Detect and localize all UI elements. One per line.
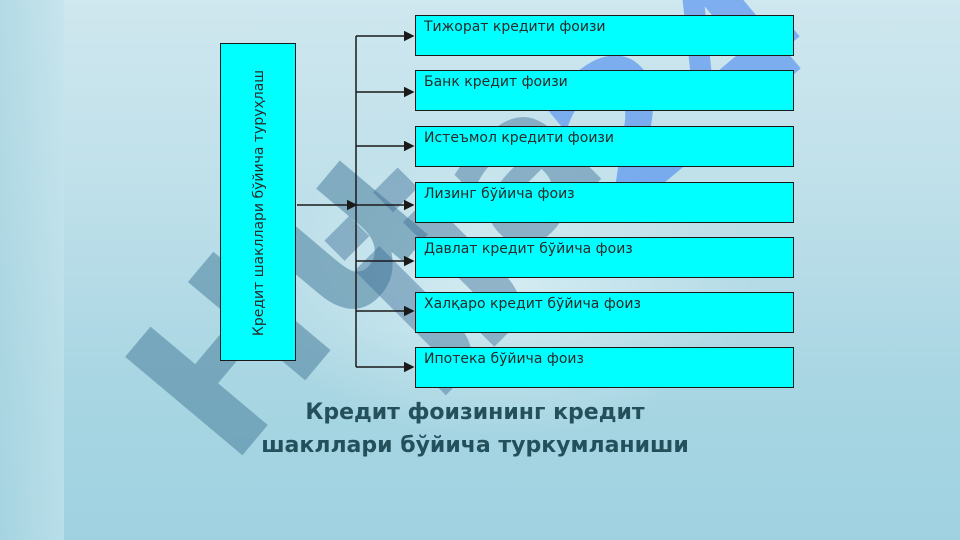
category-label: Лизинг бўйича фоиз — [424, 186, 575, 202]
category-label: Истеъмол кредити фоизи — [424, 130, 614, 146]
category-box-commercial: Тижорат кредити фоизи — [415, 15, 794, 56]
category-label: Ипотека бўйича фоиз — [424, 351, 584, 367]
category-label: Тижорат кредити фоизи — [424, 19, 606, 35]
slide-caption: Кредит фоизининг кредит шакллари бўйича … — [200, 396, 750, 462]
category-box-mortgage: Ипотека бўйича фоиз — [415, 347, 794, 388]
category-box-bank: Банк кредит фоизи — [415, 70, 794, 111]
caption-line-1: Кредит фоизининг кредит — [305, 400, 645, 425]
category-box-international: Халқаро кредит бўйича фоиз — [415, 292, 794, 333]
caption-line-2: шакллари бўйича туркумланиши — [261, 433, 689, 458]
category-label: Халқаро кредит бўйича фоиз — [424, 296, 641, 312]
category-box-consumer: Истеъмол кредити фоизи — [415, 126, 794, 167]
category-label: Банк кредит фоизи — [424, 74, 568, 90]
category-box-state: Давлат кредит бўйича фоиз — [415, 237, 794, 278]
group-box: Кредит шакллари бўйича туруҳлаш — [220, 43, 296, 361]
category-label: Давлат кредит бўйича фоиз — [424, 241, 633, 257]
background-band — [0, 0, 64, 540]
category-box-leasing: Лизинг бўйича фоиз — [415, 182, 794, 223]
